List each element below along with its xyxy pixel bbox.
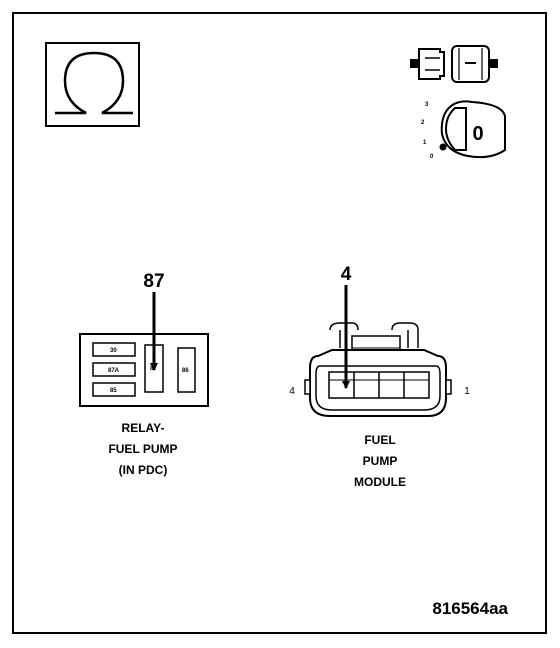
connector-pin-callout: 4 [341,264,352,285]
relay-pin-87a: 87A [108,368,120,374]
module-caption-line-3: MODULE [354,475,406,489]
ignition-position-2: 2 [421,120,425,126]
ignition-key-icon: 3 2 1 0 0 [421,100,506,160]
connector-disconnect-icon [410,45,498,83]
ohm-symbol-label: Ω [94,99,95,101]
diagram-frame [12,12,547,634]
ignition-position-0: 0 [430,154,434,160]
figure-id: 816564aa [432,599,508,618]
relay-caption-line-3: (IN PDC) [119,463,168,477]
ignition-position-3: 3 [425,102,429,108]
connector-cavity-4-label: 4 [289,386,295,397]
relay-pin-85: 85 [110,388,117,394]
relay-fuel-pump: 30 87A 85 87 86 87 RELAY- FUEL PUMP (IN … [79,271,209,477]
relay-pin-30: 30 [110,348,117,354]
key-position-label: 0 [472,123,483,145]
fuel-pump-module-connector: 4 1 4 FUEL PUMP MODULE [289,264,470,489]
relay-pin-86: 86 [182,368,189,374]
ignition-position-1: 1 [423,140,427,146]
relay-pin-callout: 87 [143,271,164,292]
key-slot-indicator [439,143,447,151]
connector-cavity-1-label: 1 [464,386,470,397]
module-caption-line-2: PUMP [363,454,398,468]
relay-caption-line-2: FUEL PUMP [108,442,177,456]
module-caption-line-1: FUEL [364,433,395,447]
relay-caption-line-1: RELAY- [122,421,165,435]
ohmmeter-icon: Ω [45,42,140,127]
